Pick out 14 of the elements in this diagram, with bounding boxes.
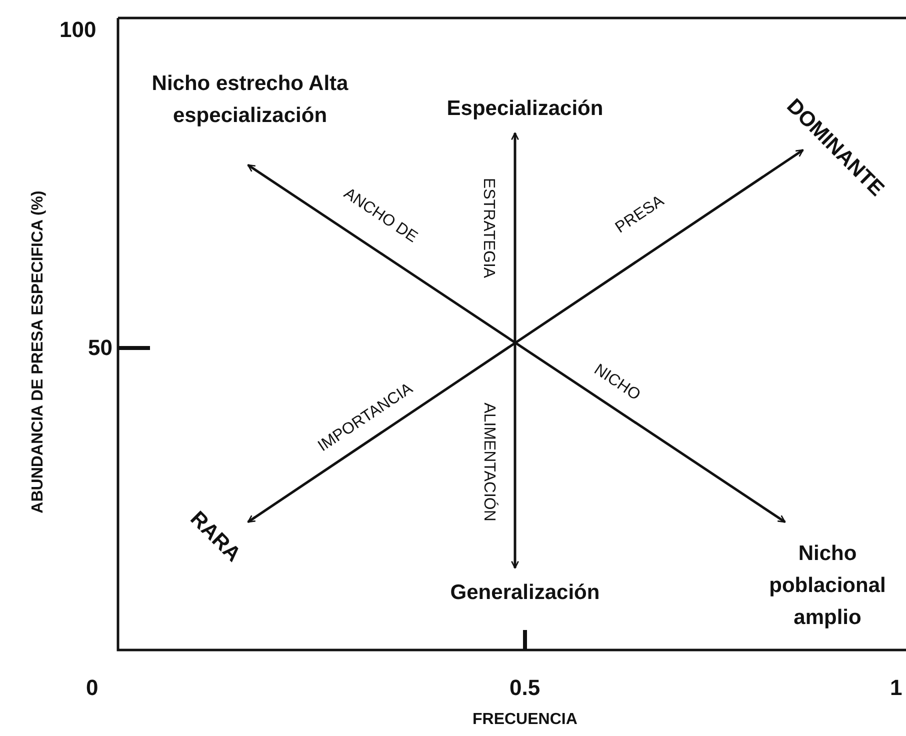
axis-title: ABUNDANCIA DE PRESA ESPECIFICA (%) [28,190,47,514]
axis-tick-label: 0.5 [510,675,540,701]
line-label: ALIMENTACIÓN [478,402,497,522]
line-label: ESTRATEGIA [479,178,498,278]
axis-end-label: Especialización [400,93,650,125]
axis-title: FRECUENCIA [472,711,578,729]
axis-end-label: Nicho estrecho Alta especialización [130,68,370,132]
axis-tick-label: 50 [88,335,112,361]
axis-tick-label: 100 [60,17,96,43]
axis-tick-label: 0 [86,675,98,701]
double-arrow [511,132,519,569]
axis-end-label: Nicho poblacional amplio [755,538,900,634]
axis-tick-label: 1 [890,675,902,701]
axis-end-label: Generalización [400,577,650,609]
